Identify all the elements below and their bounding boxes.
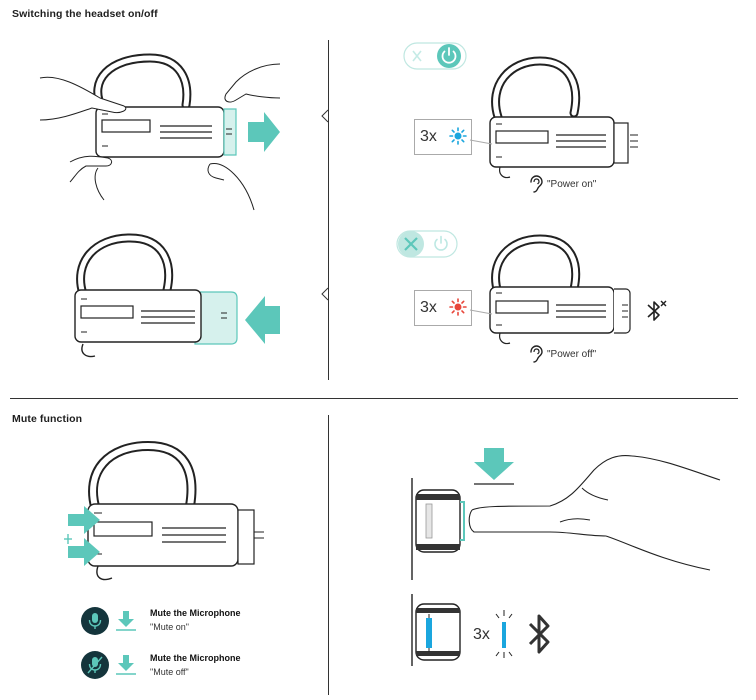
voice-prompt-power-off: "Power off": [547, 349, 597, 360]
divider-vertical-bottom: [328, 415, 329, 695]
bluetooth-off-icon: [647, 300, 667, 321]
illustration-headset-off: [489, 234, 631, 345]
illustration-power-on-action: [39, 53, 281, 211]
ear-icon: [530, 345, 543, 363]
microphone-muted-icon: [81, 651, 109, 679]
illustration-mute-led: [411, 594, 461, 666]
illustration-mute-headset: [64, 440, 264, 581]
mute-legend-title-2: Mute the Microphone: [150, 653, 241, 663]
blink-count-on: 3x: [420, 128, 437, 145]
divider-vertical-top: [328, 40, 329, 380]
mute-blink-count: 3x: [473, 626, 490, 643]
callout-leader-on: [469, 139, 493, 145]
bluetooth-icon: [528, 614, 550, 654]
blink-count-off: 3x: [420, 299, 437, 316]
power-icon: [434, 235, 448, 251]
section-title-power: Switching the headset on/off: [12, 8, 158, 20]
illustration-power-off-action: [74, 233, 280, 358]
press-down-icon: [116, 655, 136, 675]
microphone-icon: [81, 607, 109, 635]
power-toggle-on: [403, 42, 467, 70]
ear-icon: [530, 175, 543, 193]
press-down-icon: [116, 611, 136, 631]
voice-prompt-power-on: "Power on": [547, 179, 597, 190]
mute-legend-title-1: Mute the Microphone: [150, 608, 241, 618]
mute-legend-prompt-2: "Mute off": [150, 667, 189, 677]
power-toggle-off: [396, 230, 458, 258]
led-callout-off: 3x: [414, 290, 472, 326]
led-red-icon: [449, 298, 467, 316]
led-blue-icon: [495, 610, 513, 658]
illustration-mute-press: [411, 448, 721, 580]
divider-notches: [321, 109, 329, 301]
close-icon: [404, 237, 418, 251]
illustration-headset-on: [489, 56, 638, 179]
led-callout-on: 3x: [414, 119, 472, 155]
mute-legend-prompt-1: "Mute on": [150, 622, 189, 632]
section-title-mute: Mute function: [12, 413, 83, 425]
led-blue-icon: [449, 127, 467, 145]
close-icon: [412, 50, 422, 62]
divider-horizontal: [10, 398, 738, 399]
callout-leader-off: [469, 309, 493, 315]
power-icon: [441, 47, 457, 64]
